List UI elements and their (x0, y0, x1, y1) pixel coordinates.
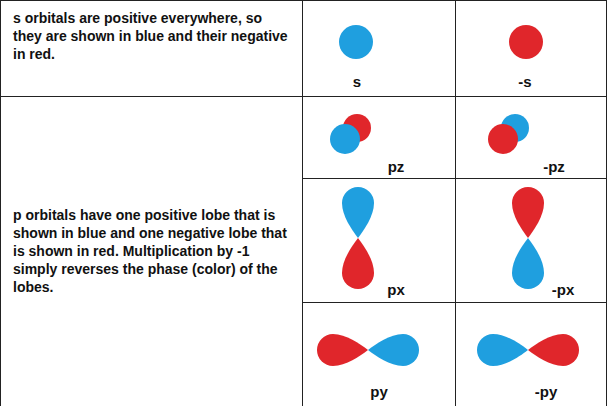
negative-lobe (342, 238, 374, 289)
orbital-label: -px (552, 281, 575, 298)
orbital-label: pz (388, 158, 405, 175)
positive-lobe (477, 334, 528, 366)
positive-lobe (330, 124, 360, 154)
positive-lobe (512, 238, 544, 289)
table-cell: py (302, 302, 456, 406)
table-cell: s (302, 0, 456, 97)
orbital-label: px (387, 281, 405, 298)
px-orbital-negative (512, 187, 544, 289)
negative-lobe (488, 124, 518, 154)
s-orbital (339, 25, 373, 59)
table-cell: -py (455, 302, 607, 406)
description-text: s orbitals are positive everywhere, so t… (13, 9, 290, 63)
px-orbital (342, 187, 374, 289)
orbital-label: -pz (543, 158, 565, 175)
positive-lobe (342, 187, 374, 238)
orbital-label: -s (518, 73, 531, 90)
description-text: p orbitals have one positive lobe that i… (13, 206, 290, 296)
orbital-label: py (370, 383, 388, 400)
table-cell: -pz (455, 96, 607, 179)
s-orbital-negative (509, 25, 543, 59)
table-cell: s orbitals are positive everywhere, so t… (0, 0, 303, 97)
orbital-label: -py (535, 383, 558, 400)
negative-lobe (317, 334, 368, 366)
py-orbital-negative (477, 334, 579, 366)
negative-lobe (528, 334, 579, 366)
positive-lobe (368, 334, 419, 366)
table-cell: p orbitals have one positive lobe that i… (0, 96, 303, 406)
table-cell: px (302, 178, 456, 303)
pz-orbital (330, 114, 371, 154)
table-cell: -px (455, 178, 607, 303)
table-cell: pz (302, 96, 456, 179)
orbital-label: s (353, 73, 361, 90)
table-cell: -s (455, 0, 607, 97)
py-orbital (317, 334, 419, 366)
negative-lobe (512, 187, 544, 238)
pz-orbital-negative (488, 114, 529, 154)
